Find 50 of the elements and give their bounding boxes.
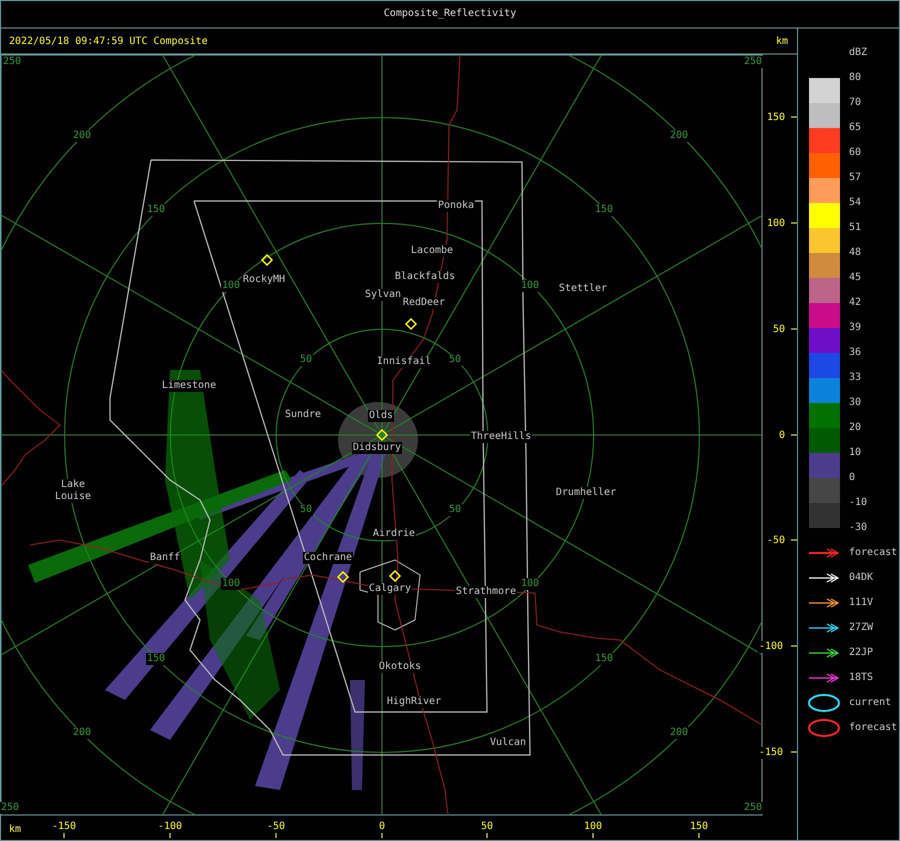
place-label: Ponoka — [436, 200, 476, 212]
range-ring-label: 200 — [72, 130, 92, 142]
axis-tick-label: 150 — [688, 821, 710, 833]
range-ring-label: 50 — [298, 354, 314, 366]
place-label: Blackfalds — [394, 271, 456, 283]
place-label: ThreeHills — [470, 431, 532, 443]
range-ring-label: 250 — [742, 56, 764, 68]
range-ring-label: 150 — [594, 653, 614, 665]
place-label: HighRiver — [386, 696, 442, 708]
range-ring-label: 50 — [448, 504, 462, 516]
timestamp: 2022/05/18 09:47:59 UTC Composite — [8, 36, 209, 48]
axis-tick-label: -100 — [156, 821, 184, 833]
range-ring-label: 100 — [520, 578, 540, 590]
range-ring-label: 100 — [520, 280, 540, 292]
range-ring-label: 50 — [448, 354, 462, 366]
axis-tick-label: 50 — [480, 821, 494, 833]
place-label: Olds — [368, 410, 394, 422]
place-label: Banff — [148, 552, 182, 564]
axis-tick-label: 100 — [582, 821, 604, 833]
range-ring-label: 150 — [594, 204, 614, 216]
place-label: Okotoks — [378, 661, 422, 673]
axis-tick-label: 0 — [378, 821, 386, 833]
range-ring-label: 250 — [2, 56, 22, 68]
range-ring-label: 150 — [146, 653, 166, 665]
place-label: Strathmore — [454, 586, 518, 598]
range-ring-label: 150 — [146, 204, 166, 216]
range-ring-label: 200 — [72, 727, 92, 739]
place-label: RockyMH — [242, 274, 286, 286]
place-label: Drumheller — [554, 487, 618, 499]
chart-title: Composite_Reflectivity — [382, 8, 518, 20]
range-ring-label: 200 — [668, 130, 690, 142]
place-label: Limestone — [160, 380, 218, 392]
place-label: RedDeer — [402, 297, 446, 309]
axis-tick-label: -100 — [758, 641, 784, 653]
place-label: Cochrane — [302, 552, 354, 564]
range-ring-label: 250 — [0, 802, 20, 814]
range-ring-label: 100 — [220, 578, 242, 590]
axis-tick-label: -150 — [50, 821, 78, 833]
range-ring-label: 50 — [298, 504, 314, 516]
place-label: Innisfail — [376, 356, 432, 368]
range-ring-label: 100 — [220, 280, 242, 292]
axis-tick-label: -150 — [758, 747, 784, 759]
place-label: Didsbury — [352, 442, 402, 454]
place-label: Calgary — [368, 583, 412, 595]
axis-tick-label: -50 — [266, 821, 286, 833]
place-label: Airdrie — [372, 528, 416, 540]
place-label: Sylvan — [364, 289, 402, 301]
place-label: Lacombe — [410, 245, 454, 257]
range-ring-label: 200 — [668, 727, 690, 739]
range-ring-label: 250 — [742, 802, 764, 814]
